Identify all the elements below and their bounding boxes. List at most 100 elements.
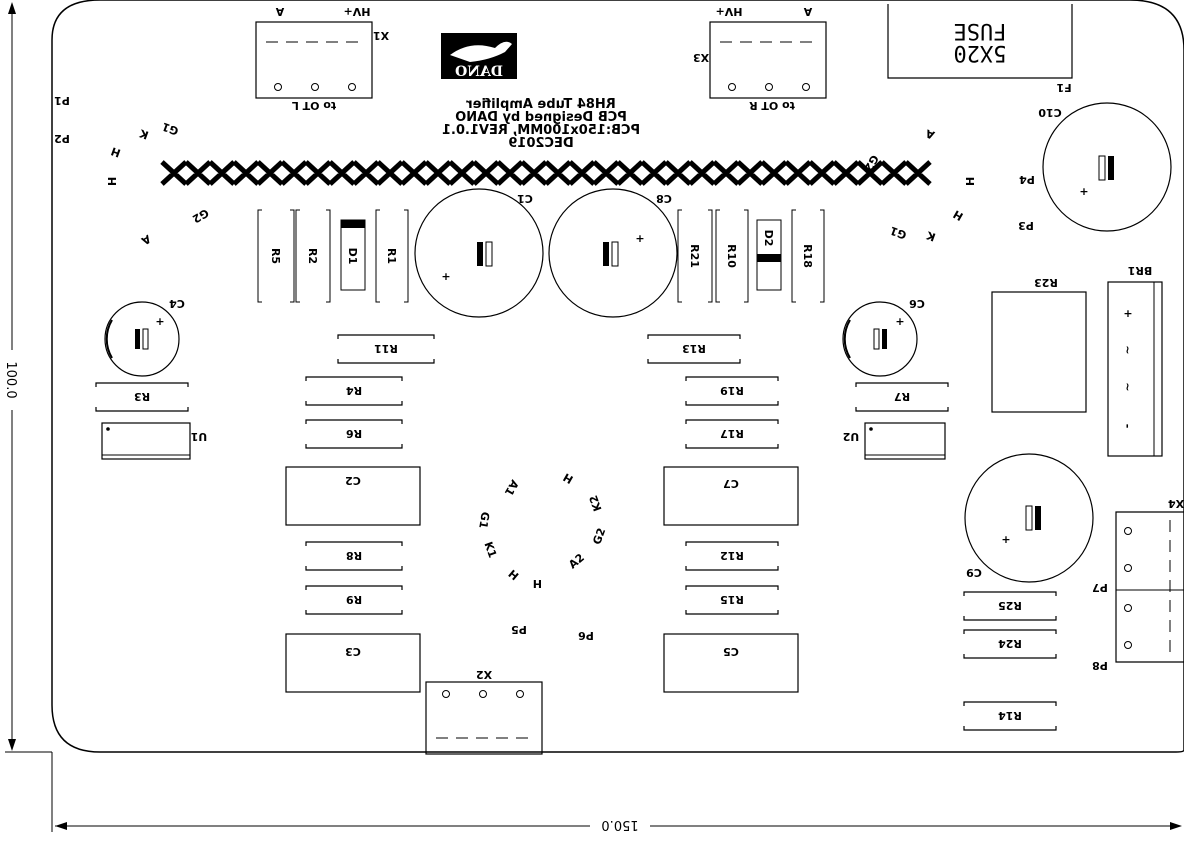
svg-text:R5: R5: [269, 248, 282, 264]
bridge-br1: BR1 + ~ ~ -: [1107, 264, 1163, 457]
dimension-height: 100.0: [3, 2, 52, 753]
svg-text:G1: G1: [160, 120, 180, 138]
resistor-r15-outline: [685, 585, 779, 615]
board-outline: [51, 0, 1184, 753]
cap-c3: C3: [285, 633, 421, 693]
svg-text:G2: G2: [590, 526, 608, 546]
resistor-r25-label: R25: [998, 599, 1022, 612]
svg-text:P1: P1: [54, 94, 70, 107]
title-line-2: PCB Designed by DANO: [455, 110, 627, 125]
cap-c1: + C1: [414, 188, 544, 318]
svg-text:K: K: [924, 228, 937, 243]
x1-hv-label: HV+: [344, 5, 371, 18]
svg-text:X2: X2: [476, 668, 492, 681]
cap-c8: + C8: [548, 188, 678, 318]
dim-height-label: 100.0: [3, 361, 18, 398]
svg-text:A: A: [139, 232, 153, 248]
resistor-r8-label: R8: [346, 549, 362, 562]
resistor-r14-outline: [963, 701, 1057, 731]
dim-width-label: 150.0: [601, 817, 638, 832]
dano-logo: DANO: [441, 33, 517, 80]
svg-text:H: H: [951, 207, 965, 223]
svg-text:+: +: [1123, 307, 1132, 320]
svg-text:R10: R10: [725, 244, 738, 268]
svg-text:G2: G2: [190, 206, 211, 226]
svg-text:P7: P7: [1092, 581, 1108, 594]
svg-text:C3: C3: [345, 645, 361, 658]
svg-text:K1: K1: [481, 540, 499, 560]
resistor-r13-label: R13: [682, 342, 706, 355]
resistor-r4-outline: [305, 376, 403, 406]
svg-text:P2: P2: [54, 132, 70, 145]
svg-text:P8: P8: [1092, 659, 1108, 672]
heater-twist-path: [160, 160, 932, 186]
resistor-r12-outline: [685, 541, 779, 571]
resistor-r17-outline: [685, 419, 779, 449]
svg-text:R1: R1: [385, 248, 398, 264]
resistor-r9-outline: [305, 585, 403, 615]
svg-text:P5: P5: [511, 623, 527, 636]
dimension-width: 150.0: [51, 752, 1182, 832]
heater-twist: [160, 160, 932, 186]
x1-out-label: to OT L: [292, 99, 336, 112]
svg-text:C2: C2: [345, 474, 361, 487]
resistor-r19-outline: [685, 376, 779, 406]
cap-c6: + C6: [842, 297, 925, 377]
fuse-line-1: FUSE: [954, 18, 1007, 43]
resistor-r6-outline: [305, 419, 403, 449]
svg-text:U1: U1: [191, 430, 208, 443]
resistor-r9-label: R9: [346, 593, 362, 606]
svg-text:C10: C10: [1038, 106, 1062, 119]
tube-center-pins: A1 H K2 G2 A2 H H K1 G1: [476, 470, 608, 590]
fuse-ref: F1: [1056, 81, 1071, 94]
svg-text:H: H: [964, 177, 977, 186]
resistor-r24-label: R24: [998, 637, 1022, 650]
fuse-line-2: 5X20: [954, 40, 1007, 65]
tube-left-pins: H K G1 H G2 A: [106, 120, 211, 248]
svg-text:H: H: [106, 177, 119, 186]
svg-text:D1: D1: [346, 248, 359, 265]
x1-ref: X1: [373, 29, 389, 42]
svg-text:C9: C9: [966, 566, 982, 579]
svg-text:H: H: [533, 577, 542, 590]
vertical-resistors-left: R5 R2 D1 R1: [257, 209, 409, 303]
resistor-r6-label: R6: [346, 427, 362, 440]
svg-text:+: +: [441, 270, 450, 283]
resistor-r12-label: R12: [720, 549, 744, 562]
svg-text:H: H: [506, 567, 521, 583]
svg-text:~: ~: [1121, 382, 1134, 391]
x1-a-label: A: [275, 5, 284, 18]
connector-x3: X3 A HV+ to OT R: [693, 5, 827, 112]
svg-text:C4: C4: [169, 297, 185, 310]
connector-x4: X4: [1115, 497, 1184, 663]
pad-labels: P1 P2 P3 P4 P5 P6 P7 P8: [54, 94, 1108, 672]
resistor-r24-outline: [963, 629, 1057, 659]
svg-text:A: A: [923, 126, 936, 141]
x3-out-label: to OT R: [749, 99, 795, 112]
vertical-resistors-right: R21 R10 D2 R18: [677, 209, 825, 303]
svg-text:P6: P6: [578, 629, 594, 642]
resistor-r11-outline: [337, 334, 435, 364]
x3-hv-label: HV+: [716, 5, 743, 18]
resistor-r3-outline: [95, 382, 189, 412]
x3-a-label: A: [803, 5, 812, 18]
resistor-r7-outline: [855, 382, 949, 412]
cap-c7: C7: [663, 466, 799, 526]
svg-text:P4: P4: [1019, 173, 1035, 186]
logo-text: DANO: [455, 64, 503, 80]
svg-text:C5: C5: [723, 645, 739, 658]
svg-text:R21: R21: [688, 244, 701, 268]
title-block: RH84 Tube Amplifier PCB Designed by DANO…: [442, 97, 640, 151]
svg-text:G1: G1: [476, 511, 492, 530]
svg-text:H: H: [109, 144, 122, 159]
svg-text:H: H: [561, 470, 575, 486]
resistor-r17-label: R17: [720, 427, 744, 440]
svg-text:R2: R2: [306, 248, 319, 264]
tube-right-pins: A G2 H H K G1: [862, 126, 977, 243]
x3-ref: X3: [693, 51, 709, 64]
svg-text:A1: A1: [502, 478, 521, 499]
resistor-r14-label: R14: [998, 709, 1022, 722]
resistor-r13-outline: [647, 334, 741, 364]
resistor-r23: R23: [991, 276, 1087, 413]
